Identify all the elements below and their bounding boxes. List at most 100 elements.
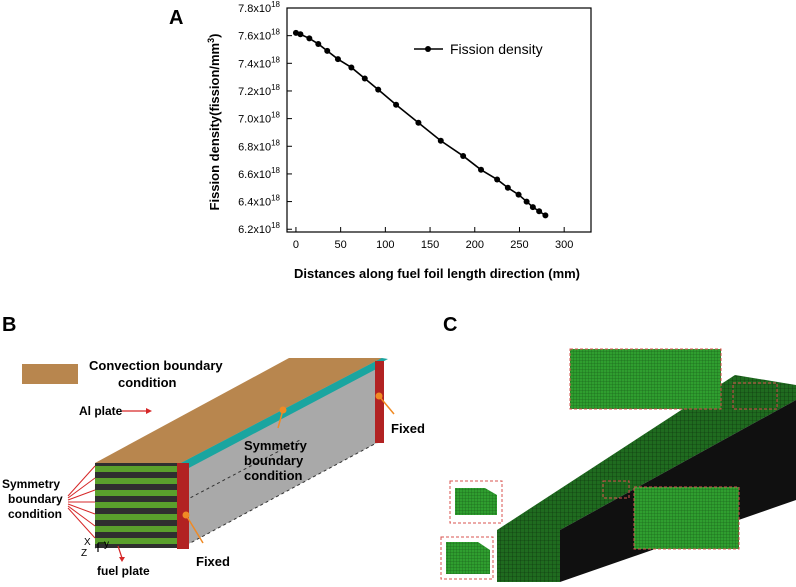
y-tick-label: 6.4x1018 (238, 194, 280, 209)
fuel-plate-arrowhead (119, 557, 125, 562)
panel-a: A 6.2x1018 6.4x1018 6.6x1018 6.8x1018 7.0x10… (169, 0, 592, 281)
inset-left-bottom-mesh (446, 542, 490, 574)
panel-b-letter: B (2, 314, 16, 336)
data-point (494, 176, 501, 183)
panel-c-letter: C (443, 314, 457, 336)
fuel-layer (95, 466, 181, 472)
al-side-face (181, 358, 382, 548)
y-tick-label: 7.4x1018 (238, 55, 280, 70)
x-tick-label: 100 (376, 239, 394, 251)
fixed-bottom-label: Fixed (196, 554, 230, 569)
x-tick-label: 250 (510, 239, 528, 251)
panel-b: B Convection boundary condition Al (2, 314, 425, 578)
y-tick-label: 6.6x1018 (238, 166, 280, 181)
data-point (536, 208, 543, 215)
coordinate-axes: X y Z (81, 537, 109, 559)
data-point (306, 35, 313, 42)
fixed-bottom-arrow (185, 514, 204, 544)
y-tick-label: 7.0x1018 (238, 111, 280, 126)
inset-right-source-box (602, 480, 630, 499)
data-point (334, 56, 341, 63)
mesh-inset-left-top (449, 480, 503, 524)
fixed-right-arrow (378, 395, 395, 415)
data-point (393, 101, 400, 108)
inset-top-source-box (732, 382, 778, 410)
symmetry-top-text-1: Symmetry (244, 438, 308, 453)
panel-a-letter: A (169, 7, 183, 29)
convection-legend-swatch (22, 364, 78, 384)
al-plate-label: Al plate (79, 404, 123, 418)
x-tick-label: 300 (555, 239, 573, 251)
data-point (478, 166, 485, 173)
top-convection-face (95, 358, 382, 463)
x-tick-label: 200 (466, 239, 484, 251)
inset-top-frame (569, 348, 722, 410)
mesh-inset-right (602, 480, 740, 550)
fuel-plate-label: fuel plate (97, 564, 150, 578)
legend: Fission density (414, 41, 543, 57)
y-tick-label: 7.6x1018 (238, 28, 280, 43)
y-axis-label: Fission density(fission/mm3) (206, 34, 222, 211)
symmetry-arrow (277, 409, 284, 429)
y-tick-label: 6.2x1018 (238, 221, 280, 236)
symmetry-left-arrows (67, 465, 96, 539)
legend-marker (425, 46, 431, 52)
fixed-right-label: Fixed (391, 421, 425, 436)
fuel-layer (95, 502, 181, 508)
panel-c: C (440, 314, 796, 582)
inset-left-top-mesh (455, 488, 497, 515)
plot-frame (286, 7, 592, 233)
fuel-layer (95, 514, 181, 520)
mesh-inset-left-bottom (440, 536, 494, 580)
symmetry-top-text-3: condition (244, 468, 303, 483)
data-point (375, 86, 382, 93)
symmetry-top-text-2: boundary (244, 453, 304, 468)
data-point (315, 40, 322, 47)
convection-legend-text-1: Convection boundary (89, 358, 223, 373)
fuel-layer (95, 490, 181, 496)
symmetry-left-text-3: condition (8, 507, 62, 521)
x-axis: 0 50 100 150 200 250 300 (293, 227, 573, 251)
fuel-plate-arrow (117, 545, 123, 559)
data-point (297, 31, 304, 38)
data-point (361, 75, 368, 82)
x-axis-label: Distances along fuel foil length directi… (294, 266, 580, 281)
y-tick-label: 6.8x1018 (238, 138, 280, 153)
axis-z-label: Z (81, 548, 87, 559)
symmetry-left-text-1: Symmetry (2, 477, 60, 491)
data-point (504, 184, 511, 191)
fixed-back-face (375, 361, 384, 443)
data-point (348, 64, 355, 71)
symmetry-left-text-2: boundary (8, 492, 63, 506)
data-point (523, 198, 530, 205)
series-points (292, 29, 549, 219)
data-point (437, 137, 444, 144)
y-tick-label: 7.2x1018 (238, 83, 280, 98)
fuel-layer (95, 478, 181, 484)
mesh-top-face (497, 375, 796, 530)
y-tick-label: 7.8x1018 (238, 0, 280, 15)
y-axis: 6.2x1018 6.4x1018 6.6x1018 6.8x1018 7.0x1018… (238, 0, 292, 236)
x-tick-label: 0 (293, 239, 299, 251)
convection-legend-text-2: condition (118, 375, 177, 390)
x-tick-label: 150 (421, 239, 439, 251)
x-tick-label: 50 (335, 239, 347, 251)
fixed-front-face (177, 463, 189, 549)
mesh-inset-top (569, 348, 778, 410)
fuel-layer (95, 538, 181, 544)
data-point (529, 204, 536, 211)
data-point (460, 152, 467, 159)
mesh-front-face (497, 530, 560, 582)
legend-label: Fission density (450, 41, 543, 57)
fuel-plate-layers (95, 466, 181, 544)
data-point (515, 191, 522, 198)
data-point (415, 119, 422, 126)
al-plate-arrowhead (146, 408, 152, 414)
data-point (324, 47, 331, 54)
fuel-layer (95, 526, 181, 532)
axis-y-label: y (104, 539, 109, 550)
data-point (542, 212, 549, 219)
hidden-edge (180, 439, 383, 549)
inset-right-frame (633, 486, 740, 550)
